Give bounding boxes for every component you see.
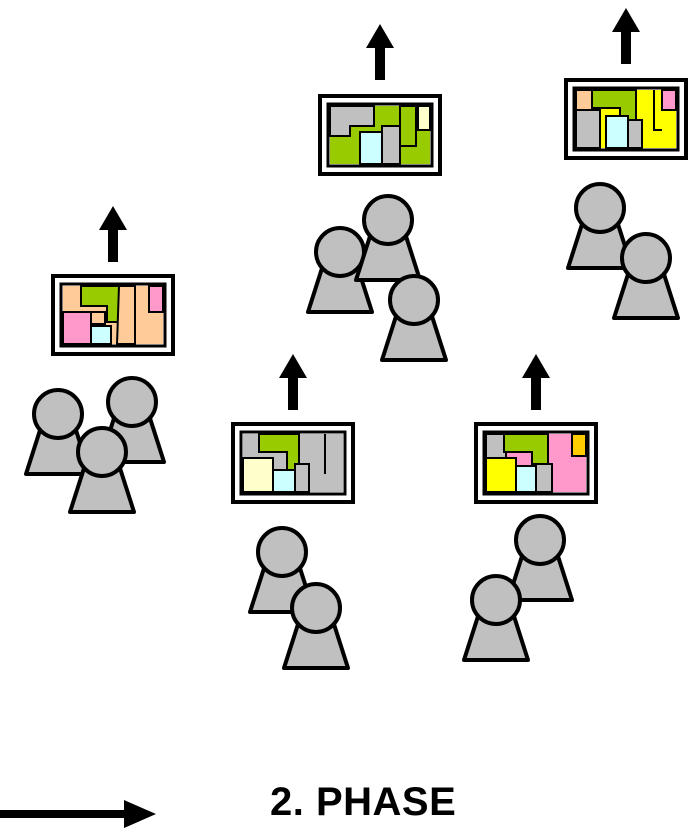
up-arrow-icon: [366, 24, 394, 80]
group-top-center: [306, 24, 448, 362]
group-top-right: [564, 8, 688, 320]
up-arrow-icon: [522, 354, 550, 410]
person-icon: [612, 232, 680, 320]
map-board-left: [51, 274, 175, 356]
group-bottom-center: [231, 354, 355, 670]
up-arrow-icon: [279, 354, 307, 410]
map-board-top-center: [318, 94, 442, 176]
person-icon: [380, 274, 448, 362]
map-board-bottom-center: [231, 422, 355, 504]
group-left: [24, 206, 175, 514]
up-arrow-icon: [99, 206, 127, 262]
person-icon: [354, 194, 422, 282]
person-icon: [282, 582, 350, 670]
person-icon: [462, 574, 530, 662]
right-arrow-icon: [0, 800, 156, 828]
map-board-top-right: [564, 78, 688, 160]
up-arrow-icon: [612, 8, 640, 64]
map-board-bottom-right: [474, 422, 598, 504]
group-bottom-right: [462, 354, 598, 662]
phase-label: 2. PHASE: [270, 780, 457, 824]
